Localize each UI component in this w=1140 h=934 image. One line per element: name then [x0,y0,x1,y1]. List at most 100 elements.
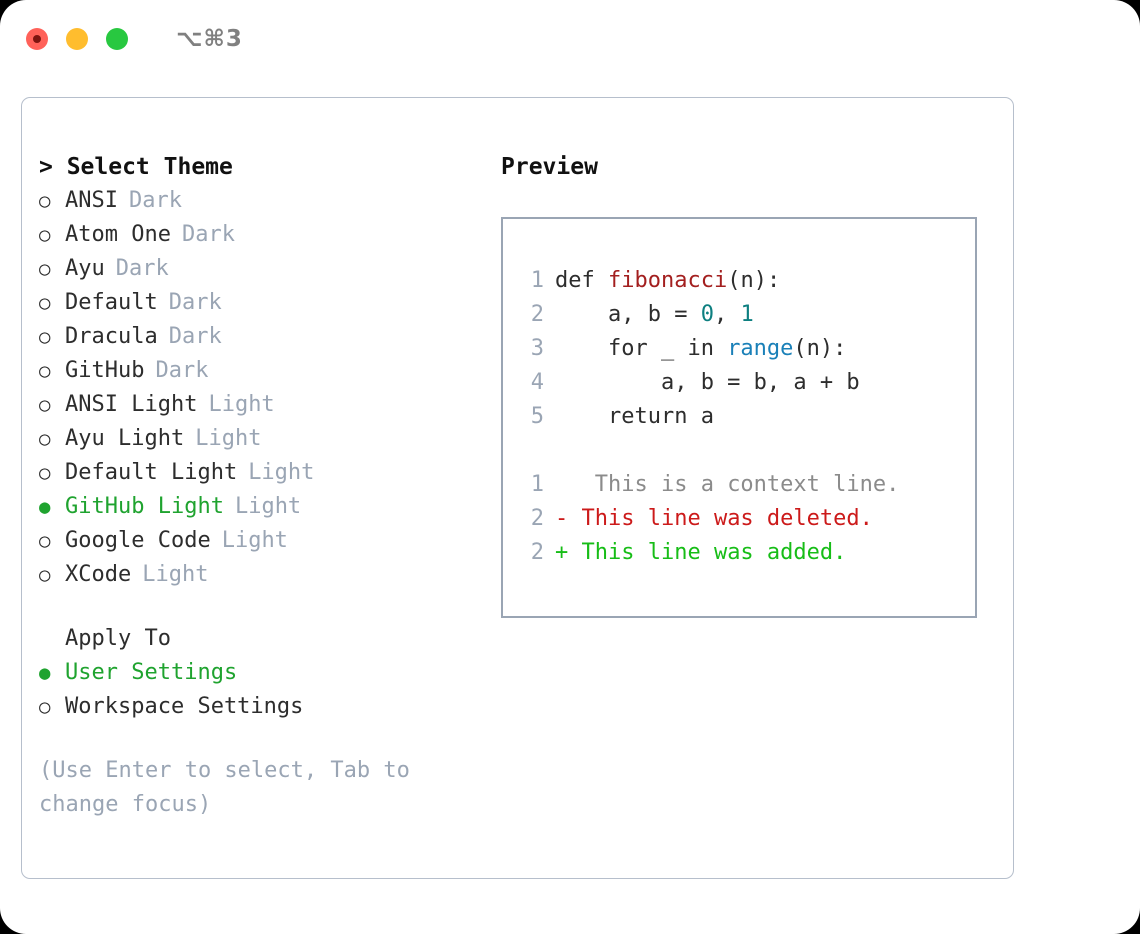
diff-marker: - [555,506,569,531]
theme-category-tag: Dark [168,324,222,349]
code-token: for _ in [555,336,728,361]
theme-option-github[interactable]: ○ GitHub Dark [39,354,489,388]
radio-unselected-icon: ○ [39,292,51,314]
theme-name-label: Atom One [65,222,171,247]
line-number: 2 [530,506,544,531]
theme-name-label: GitHub Light [65,494,224,519]
code-token: a, b = b, a + b [555,370,860,395]
code-content: a, b = 0, 1 [555,298,754,332]
code-token: 1 [740,302,754,327]
theme-option-dracula[interactable]: ○ Dracula Dark [39,320,489,354]
theme-option-default[interactable]: ○ Default Dark [39,286,489,320]
code-line: 3 for _ in range(n): [516,332,971,366]
theme-name-label: Ayu [65,256,105,281]
theme-category-tag: Dark [181,222,235,247]
theme-name-label: Google Code [65,528,211,553]
code-token: , [713,302,741,327]
theme-category-tag: Dark [168,290,222,315]
theme-name-label: Default [65,290,158,315]
theme-category-tag: Dark [128,188,182,213]
apply-to-option-workspace-settings[interactable]: ○ Workspace Settings [39,690,489,724]
diff-marker [555,468,568,502]
theme-category-tag: Light [142,562,209,587]
theme-category-tag: Light [234,494,302,519]
radio-unselected-icon: ○ [39,360,51,382]
radio-selected-icon: ● [39,662,51,684]
select-theme-heading: > Select Theme [39,154,233,180]
keyboard-shortcut-label: ⌥⌘3 [176,26,243,52]
apply-to-list[interactable]: ●User Settings ○ Workspace Settings [39,656,489,724]
diff-text: This line was deleted. [568,506,873,531]
code-token: (n): [793,336,847,361]
line-number: 1 [530,268,544,293]
maximize-button-icon[interactable] [106,28,128,50]
radio-unselected-icon: ○ [39,326,51,348]
theme-name-label: XCode [65,562,132,587]
theme-option-ayu[interactable]: ○ Ayu Dark [39,252,489,286]
code-line: 2 a, b = 0, 1 [516,298,971,332]
apply-to-label: Workspace Settings [65,694,304,719]
code-content: a, b = b, a + b [555,366,860,400]
code-content: def fibonacci(n): [555,264,780,298]
line-number: 2 [530,302,544,327]
diff-line-context: 1 This is a context line. [516,468,971,502]
theme-category-tag: Light [208,392,275,417]
radio-unselected-icon: ○ [39,530,51,552]
theme-category-tag: Dark [155,358,209,383]
diff-text: This line was added. [568,540,847,565]
apply-to-option-user-settings[interactable]: ●User Settings [39,656,489,690]
line-number: 5 [530,404,544,429]
code-token: a, b = [555,302,701,327]
apply-to-section: Apply To ●User Settings ○ Workspace Settin… [39,622,489,724]
close-button-icon[interactable] [26,28,48,50]
theme-name-label: GitHub [65,358,145,383]
apply-to-heading: Apply To [65,626,171,651]
minimize-button-icon[interactable] [66,28,88,50]
radio-unselected-icon: ○ [39,428,51,450]
theme-option-ayu-light[interactable]: ○ Ayu Light Light [39,422,489,456]
code-token: range [727,336,794,361]
code-content: return a [555,400,714,434]
code-line: 1 def fibonacci(n): [516,264,971,298]
diff-text: This is a context line. [568,472,900,497]
theme-category-tag: Light [248,460,315,485]
code-token: (n): [727,268,781,293]
radio-unselected-icon: ○ [39,696,51,718]
theme-category-tag: Dark [115,256,169,281]
code-token: return a [555,404,714,429]
code-line: 4 a, b = b, a + b [516,366,971,400]
code-content: for _ in range(n): [555,332,846,366]
title-bar: ⌥⌘3 [0,0,1140,78]
theme-name-label: Dracula [65,324,158,349]
code-token: fibonacci [607,268,728,293]
line-number: 1 [530,472,544,497]
line-number: 4 [530,370,544,395]
preview-heading: Preview [501,154,598,180]
diff-line-added: 2+ This line was added. [516,536,971,570]
code-token: 0 [700,302,714,327]
radio-unselected-icon: ○ [39,258,51,280]
theme-name-label: ANSI [65,188,118,213]
radio-unselected-icon: ○ [39,462,51,484]
theme-name-label: Ayu Light [65,426,185,451]
theme-category-tag: Light [195,426,262,451]
keyboard-hint-text: (Use Enter to select, Tab to change focu… [39,758,424,817]
code-line: 5 return a [516,400,971,434]
code-token: def [555,268,608,293]
diff-marker: + [555,540,569,565]
diff-line-deleted: 2- This line was deleted. [516,502,971,536]
traffic-light-buttons [26,28,128,50]
